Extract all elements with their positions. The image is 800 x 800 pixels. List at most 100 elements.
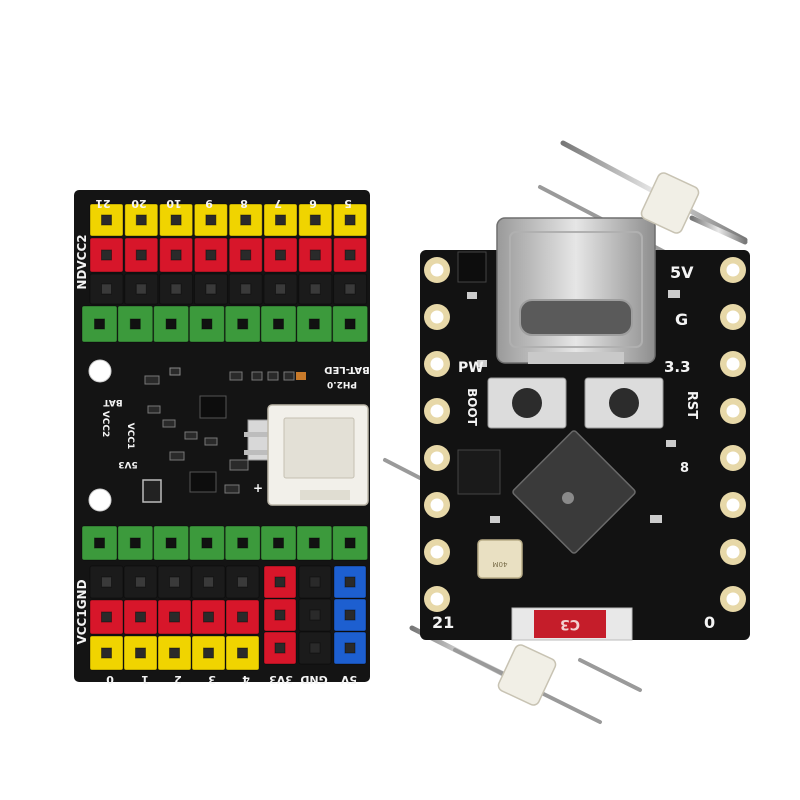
black-header-block [225,565,260,599]
silk-vcc2: VCC2 [100,411,110,437]
header-column-blue [333,565,367,665]
castellated-pad [720,257,746,283]
green-terminal-block [260,525,297,561]
red-header-block [123,599,158,635]
label-boot: BOOT [465,388,479,427]
yellow-header-block [225,635,260,671]
red-header-block [157,599,192,635]
yellow-header-block [123,635,158,671]
yellow-header-block [159,203,194,237]
red-header-block [228,237,263,273]
red-header-block [124,237,159,273]
yellow-header-block [89,635,124,671]
black-header-block [333,273,368,305]
green-terminal-block [224,305,261,343]
pin-label-7: 7 [274,197,282,210]
mount-hole-bottom [88,488,112,512]
castellated-pad [720,304,746,330]
castellated-pad [424,586,450,612]
red-header-block [193,237,228,273]
expansion-board: 21 20 10 9 8 7 6 5 NDVCC2 [74,190,370,686]
castellated-pad [424,398,450,424]
red-header-block [89,599,124,635]
header-column-black [298,565,332,665]
mount-hole-top [88,359,112,383]
castellated-pads-right [720,257,746,612]
label-g: G [675,310,688,329]
black-header-block [263,273,298,305]
label-rst: RST [684,391,699,419]
castellated-pad [720,492,746,518]
yellow-header-block [193,203,228,237]
pin-label-5v: 5V [340,673,357,686]
pin-label-5: 5 [344,197,352,210]
header-row-black-bottom [89,565,260,599]
green-terminal-block [332,525,369,561]
header-row-red-bottom [89,599,260,635]
reset-button [584,377,664,429]
header-row-red-top [89,237,368,273]
esp32-c3-board: 40M C3 5V G 3.3 RST PW BOOT 8 21 0 [383,140,750,724]
label-3v3: 3.3 [664,358,691,376]
label-pw: PW [458,360,484,376]
black-header-block [228,273,263,305]
side-label-ndvcc2: NDVCC2 [75,234,89,289]
label-8: 8 [680,461,689,476]
red-header-block [263,565,297,599]
power-circuit [142,367,306,503]
yellow-header-block [191,635,226,671]
castellated-pad [424,539,450,565]
green-terminal-block [224,525,261,561]
label-0: 0 [704,613,715,632]
black-header-block [157,565,192,599]
red-header-block [159,237,194,273]
silk-ph20: PH2.0 [327,379,357,389]
castellated-pad [720,398,746,424]
silk-bat: BAT [103,397,123,407]
top-header-rows [81,203,369,343]
yellow-header-block [228,203,263,237]
crystal-label: 40M [493,560,508,568]
blue-header-block [333,565,367,599]
header-row-yellow-bottom [89,635,260,671]
castellated-pad [424,304,450,330]
red-header-block [298,237,333,273]
green-terminal-block [117,525,154,561]
silk-plus: + [253,481,263,495]
ceramic-antenna: C3 [511,607,633,641]
castellated-pad [424,492,450,518]
black-header-block [89,565,124,599]
red-header-block [263,237,298,273]
red-header-block [225,599,260,635]
black-header-block [298,565,332,599]
pin-label-1: 1 [141,673,149,686]
pin-label-10: 10 [166,197,182,210]
header-row-yellow-top [89,203,368,237]
header-spacer-bottom [497,644,557,706]
pin-label-0: 0 [106,673,114,686]
label-5v: 5V [670,263,694,282]
crystal-oscillator: 40M [477,539,523,579]
yellow-header-block [124,203,159,237]
silk-bat-led: BAT-LED [324,364,370,375]
black-header-block [298,273,333,305]
yellow-header-block [263,203,298,237]
red-header-block [89,237,124,273]
black-header-block [159,273,194,305]
pin-label-3: 3 [208,673,216,686]
blue-header-block [333,598,367,632]
green-terminal-block [153,525,190,561]
castellated-pad [720,539,746,565]
pin-label-9: 9 [205,197,213,210]
pin-label-3v3: 3V3 [269,673,293,686]
black-header-block [123,565,158,599]
castellated-pad [720,586,746,612]
boot-button [487,377,567,429]
small-components [457,251,680,523]
castellated-pad [720,351,746,377]
antenna-label: C3 [560,616,580,632]
terminal-row-green-top [81,305,369,343]
yellow-header-block [89,203,124,237]
red-header-block [191,599,226,635]
